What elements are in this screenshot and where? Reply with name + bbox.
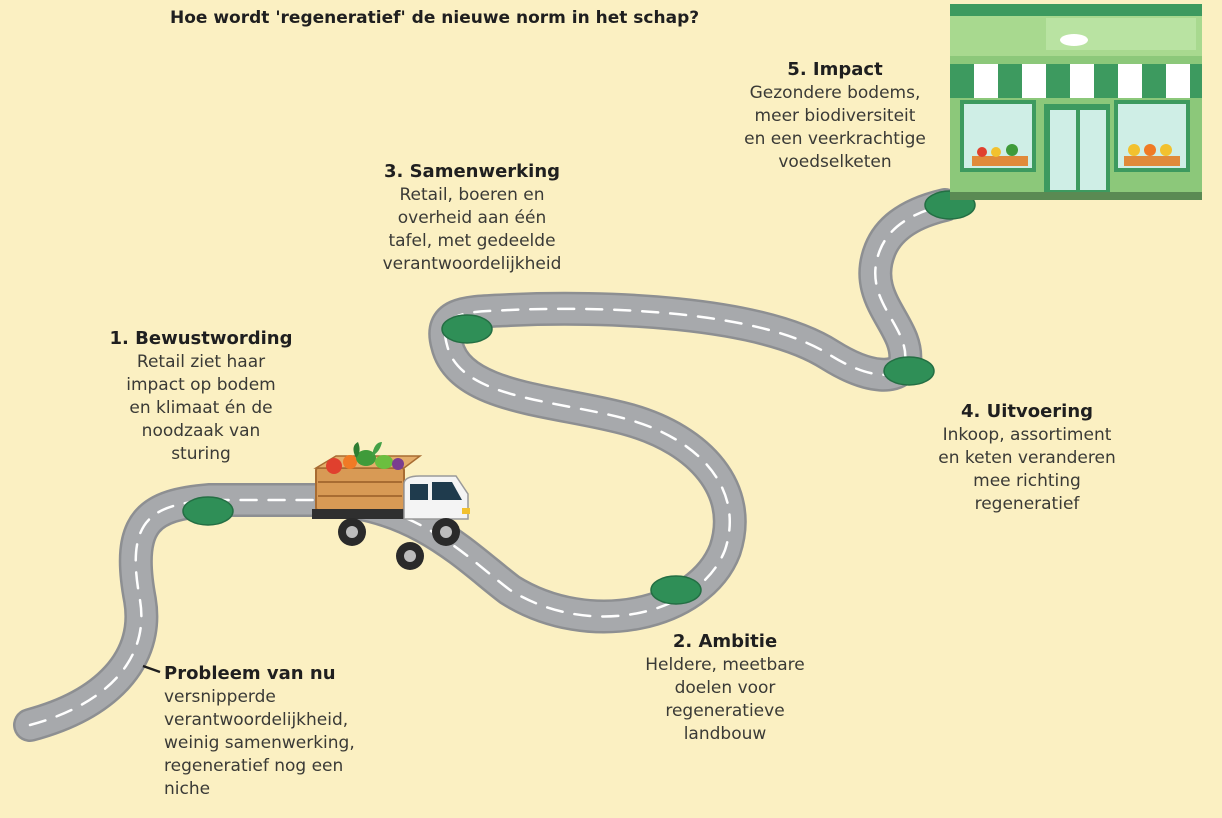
description-line: niche	[164, 779, 211, 799]
description-line: landbouw	[683, 724, 767, 744]
description-line: en keten veranderen	[938, 448, 1116, 468]
milestone-1	[182, 496, 234, 526]
description-line: en klimaat én de	[129, 398, 273, 418]
step-heading: 4. Uitvoering	[960, 401, 1094, 422]
description-line: impact op bodem	[126, 375, 276, 395]
step-3-label: 3. Samenwerking Retail, boeren en overhe…	[362, 160, 582, 276]
milestone-4	[883, 356, 935, 386]
awning	[950, 64, 1202, 98]
description-line: noodzaak van	[141, 421, 261, 441]
description-line: mee richting	[973, 471, 1081, 491]
step-description: Heldere, meetbare doelen voor regenerati…	[625, 654, 825, 746]
milestone-2	[650, 575, 702, 605]
description-line: doelen voor	[674, 678, 776, 698]
step-heading: 2. Ambitie	[672, 631, 778, 652]
description-line: verantwoordelijkheid,	[164, 710, 349, 730]
description-line: weinig samenwerking,	[164, 733, 355, 753]
description-line: overheid aan één	[397, 208, 547, 228]
step-description: Retail, boeren en overheid aan één tafel…	[362, 184, 582, 276]
description-line: verantwoordelijkheid	[382, 254, 562, 274]
step-description: Inkoop, assortiment en keten veranderen …	[912, 424, 1142, 516]
description-line: sturing	[171, 444, 231, 464]
step-description: Gezondere bodems, meer biodiversiteit en…	[722, 82, 948, 174]
step-1-label: 1. Bewustwording Retail ziet haar impact…	[96, 327, 306, 466]
step-heading: Probleem van nu	[164, 663, 336, 684]
description-line: versnipperde	[164, 687, 276, 707]
milestone-3	[441, 314, 493, 344]
step-heading: 3. Samenwerking	[383, 161, 561, 182]
diagram-title: Hoe wordt 'regeneratief' de nieuwe norm …	[170, 8, 700, 28]
description-line: Inkoop, assortiment	[942, 425, 1112, 445]
description-line: Retail ziet haar	[136, 352, 266, 372]
step-heading: 1. Bewustwording	[109, 328, 293, 349]
step-2-label: 2. Ambitie Heldere, meetbare doelen voor…	[625, 630, 825, 746]
vegetable-truck-icon	[312, 442, 470, 570]
grocery-store-icon	[950, 4, 1202, 200]
problem-marker	[142, 664, 161, 674]
description-line: regeneratief nog een	[164, 756, 344, 776]
step-5-label: 5. Impact Gezondere bodems, meer biodive…	[722, 58, 948, 174]
description-line: regeneratief	[974, 494, 1080, 514]
step-heading: 5. Impact	[787, 59, 883, 80]
lane-marking	[28, 203, 947, 727]
step-description: versnipperde verantwoordelijkheid, weini…	[164, 686, 394, 801]
problem-label: Probleem van nu versnipperde verantwoord…	[164, 662, 394, 801]
description-line: Retail, boeren en	[399, 185, 545, 205]
milestones	[182, 190, 976, 605]
description-line: Gezondere bodems,	[749, 83, 921, 103]
description-line: voedselketen	[778, 152, 892, 172]
step-description: Retail ziet haar impact op bodem en klim…	[96, 351, 306, 466]
description-line: en een veerkrachtige	[744, 129, 926, 149]
description-line: Heldere, meetbare	[645, 655, 805, 675]
description-line: tafel, met gedeelde	[388, 231, 556, 251]
description-line: meer biodiversiteit	[754, 106, 916, 126]
step-4-label: 4. Uitvoering Inkoop, assortiment en ket…	[912, 400, 1142, 516]
description-line: regeneratieve	[665, 701, 785, 721]
